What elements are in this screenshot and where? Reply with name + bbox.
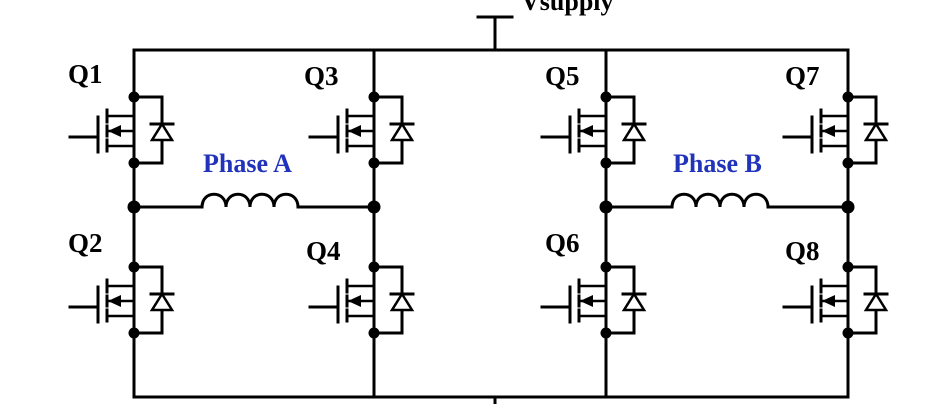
leg-wires [132, 48, 850, 399]
q8-mosfet [782, 261, 889, 339]
q3-mosfet [308, 91, 415, 169]
supply-terminal [476, 15, 514, 404]
q6-label: Q6 [545, 228, 580, 258]
q1-label: Q1 [68, 59, 103, 89]
phase-a-inductor [200, 192, 316, 209]
q5-label: Q5 [545, 61, 580, 91]
q8-label: Q8 [785, 236, 820, 266]
phase-a-label: Phase A [203, 149, 292, 178]
phase-b-junctions [599, 200, 855, 214]
q2-mosfet [68, 261, 175, 339]
q7-mosfet [782, 91, 889, 169]
mosfet-group [68, 91, 889, 339]
q7-label: Q7 [785, 61, 820, 91]
q5-mosfet [540, 91, 647, 169]
q4-mosfet [308, 261, 415, 339]
q3-label: Q3 [304, 61, 339, 91]
phase-a-junctions [127, 200, 381, 214]
q2-label: Q2 [68, 228, 103, 258]
q6-mosfet [540, 261, 647, 339]
supply-label: Vsupply [521, 0, 614, 16]
phase-b-label: Phase B [673, 149, 762, 178]
q1-mosfet [68, 91, 175, 169]
phase-b-inductor [670, 192, 788, 209]
q4-label: Q4 [306, 236, 341, 266]
